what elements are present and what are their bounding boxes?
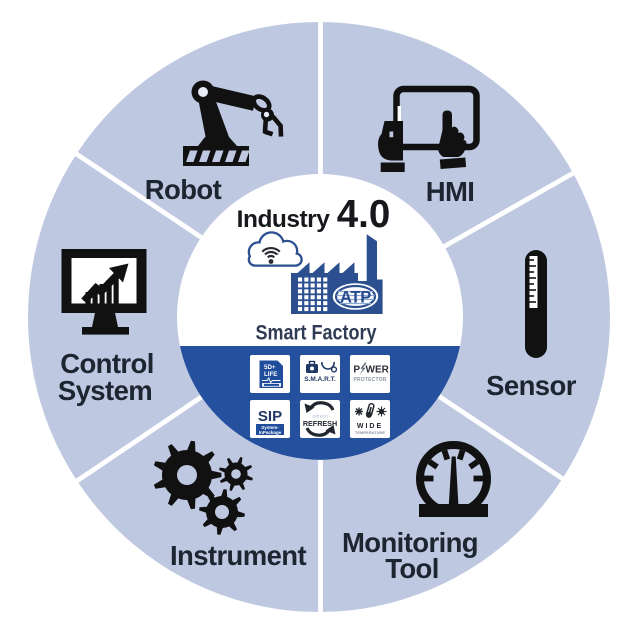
svg-text:Instrument: Instrument	[170, 540, 307, 571]
svg-text:Sensor: Sensor	[486, 370, 577, 401]
svg-text:5D+: 5D+	[264, 364, 276, 371]
svg-text:refresh: refresh	[312, 414, 328, 420]
svg-text:P: P	[353, 365, 360, 376]
svg-text:Industry: Industry	[237, 206, 331, 233]
svg-text:LIFE: LIFE	[264, 371, 277, 378]
svg-text:REFRESH: REFRESH	[303, 419, 337, 428]
svg-text:Robot: Robot	[145, 174, 222, 205]
svg-text:HMI: HMI	[426, 176, 475, 207]
svg-text:Tool: Tool	[385, 553, 439, 584]
svg-text:System-: System-	[261, 425, 279, 430]
svg-text:InPackage: InPackage	[259, 430, 282, 435]
svg-text:Monitoring: Monitoring	[342, 527, 478, 558]
svg-text:SIP: SIP	[258, 408, 282, 425]
svg-text:Smart Factory: Smart Factory	[256, 322, 377, 345]
svg-text:4.0: 4.0	[337, 193, 391, 236]
svg-text:WIDE: WIDE	[357, 423, 383, 430]
svg-text:System: System	[58, 375, 152, 406]
svg-text:S.M.A.R.T.: S.M.A.R.T.	[304, 376, 336, 383]
svg-text:ATP: ATP	[340, 289, 371, 307]
svg-text:Control: Control	[60, 348, 154, 379]
svg-text:WER: WER	[366, 365, 390, 376]
svg-text:TEMPERATURE: TEMPERATURE	[355, 430, 385, 435]
svg-text:PROTECTOR: PROTECTOR	[353, 377, 386, 383]
